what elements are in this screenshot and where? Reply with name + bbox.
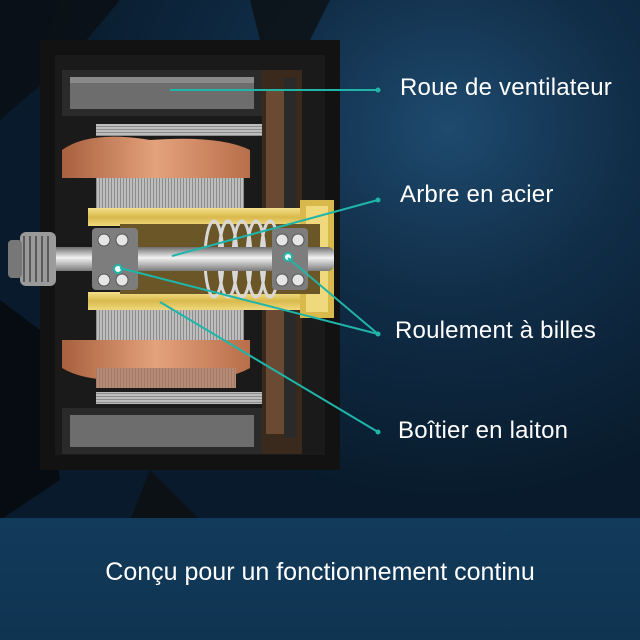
leader-line-brass-housing [159, 301, 379, 433]
label-ball-bearing: Roulement à billes [395, 317, 597, 344]
leader-line-bearing-left [119, 267, 379, 335]
label-steel-shaft: Arbre en acier [400, 181, 554, 208]
fan-motor-cross-section [0, 0, 381, 520]
label-fan-wheel: Roue de ventilateur [400, 74, 612, 101]
leader-line-bearing-right [287, 257, 379, 335]
leader-lines [119, 89, 379, 433]
bottom-banner: Conçu pour un fonctionnement continu [0, 518, 640, 640]
label-brass-housing: Boîtier en laiton [398, 417, 569, 444]
leader-line-steel-shaft [171, 199, 379, 257]
banner-caption: Conçu pour un fonctionnement continu [105, 558, 535, 586]
